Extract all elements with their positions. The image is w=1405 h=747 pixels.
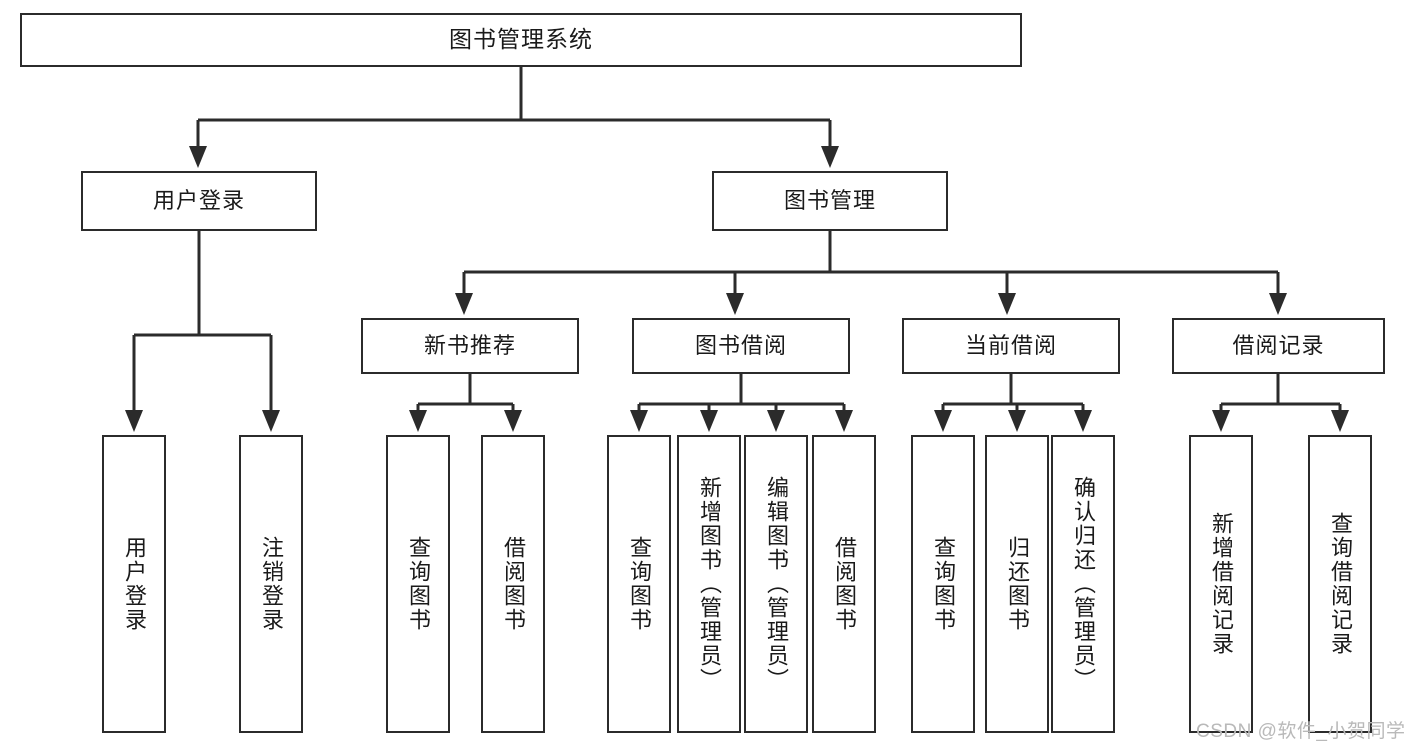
- node-label: 借阅图书: [831, 536, 857, 632]
- node-leaf-1: 注销登录: [239, 435, 303, 733]
- node-label: 当前借阅: [964, 332, 1057, 358]
- node-leaf-5: 新增图书（管理员）: [677, 435, 741, 733]
- node-label: 新增图书（管理员）: [696, 476, 722, 692]
- node-label: 归还图书: [1004, 536, 1030, 632]
- node-label: 借阅记录: [1232, 332, 1325, 358]
- node-label: 用户登录: [152, 187, 245, 213]
- node-label: 确认归还（管理员）: [1070, 476, 1096, 692]
- node-label: 查询图书: [405, 536, 431, 632]
- node-leaf-11: 新增借阅记录: [1189, 435, 1253, 733]
- node-leaf-12: 查询借阅记录: [1308, 435, 1372, 733]
- node-label: 图书管理: [783, 187, 876, 213]
- node-level3-0: 新书推荐: [361, 318, 579, 374]
- node-level3-2: 当前借阅: [902, 318, 1120, 374]
- node-label: 注销登录: [258, 536, 284, 632]
- node-label: 查询图书: [626, 536, 652, 632]
- node-leaf-3: 借阅图书: [481, 435, 545, 733]
- node-label: 图书借阅: [694, 332, 787, 358]
- node-label: 查询图书: [930, 536, 956, 632]
- node-leaf-10: 确认归还（管理员）: [1051, 435, 1115, 733]
- node-label: 新增借阅记录: [1208, 512, 1234, 656]
- node-leaf-2: 查询图书: [386, 435, 450, 733]
- node-level2-0: 用户登录: [81, 171, 317, 231]
- node-root: 图书管理系统: [20, 13, 1022, 67]
- node-leaf-6: 编辑图书（管理员）: [744, 435, 808, 733]
- csdn-watermark: CSDN @软件_小贺同学: [1196, 721, 1405, 742]
- node-level3-1: 图书借阅: [632, 318, 850, 374]
- node-leaf-4: 查询图书: [607, 435, 671, 733]
- node-level3-3: 借阅记录: [1172, 318, 1385, 374]
- node-label: 借阅图书: [500, 536, 526, 632]
- node-label: 图书管理系统: [449, 26, 593, 53]
- node-leaf-8: 查询图书: [911, 435, 975, 733]
- node-label: 用户登录: [121, 536, 147, 632]
- node-label: 编辑图书（管理员）: [763, 476, 789, 692]
- node-leaf-7: 借阅图书: [812, 435, 876, 733]
- node-label: 新书推荐: [423, 332, 516, 358]
- node-leaf-9: 归还图书: [985, 435, 1049, 733]
- node-label: 查询借阅记录: [1327, 512, 1353, 656]
- node-leaf-0: 用户登录: [102, 435, 166, 733]
- node-level2-1: 图书管理: [712, 171, 948, 231]
